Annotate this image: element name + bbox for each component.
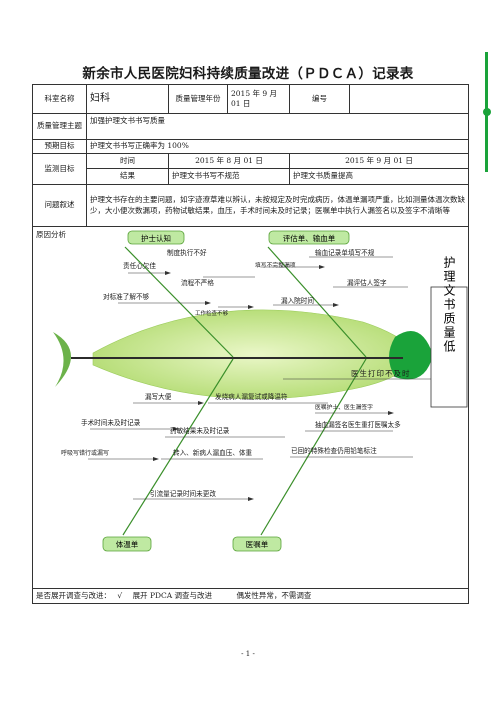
- page-title: 新余市人民医院妇科持续质量改进（ＰＤＣＡ）记录表: [82, 66, 414, 82]
- goal-label: 预期目标: [32, 139, 87, 154]
- number-label: 编号: [289, 84, 350, 114]
- monitor-result-before: 护理文书书写不规范: [168, 168, 290, 185]
- dept-value: 妇科: [86, 84, 169, 114]
- footer-option-none: 偶发性异常，不需调查: [236, 590, 312, 600]
- month-value: 2015 年 9 月 01 日: [227, 84, 290, 114]
- goal-value: 护理文书书写正确率为 100%: [86, 139, 469, 154]
- cause-c6: 填写不完整漏项: [255, 261, 296, 269]
- pdca-record-table: 科室名称 妇科 质量管理年份 2015 年 9 月 01 日 编号 质量管理主题…: [32, 84, 469, 604]
- cause-c17: 医生打印不及时: [351, 368, 411, 378]
- fish-head: [389, 331, 433, 380]
- cause-c18: 医嘱护士、医生漏签字: [315, 403, 373, 411]
- cause-c9: 漏入院时间: [281, 296, 314, 305]
- cause-branches: [88, 256, 433, 500]
- category-box-order: [232, 536, 282, 552]
- fish-tail: [53, 332, 72, 387]
- cause-c3: 流程不严格: [181, 278, 214, 287]
- cause-c4: 对标准了解不够: [103, 292, 150, 301]
- monitor-time-start: 2015 年 8 月 01 日: [168, 153, 290, 169]
- monitor-time-label: 时间: [86, 153, 169, 169]
- cause-analysis-cell: 原因分析: [32, 226, 469, 589]
- cause-c13: 药敏结果未及时记录: [170, 426, 230, 435]
- problem-text: 护理文书存在的主要问题，如字迹潦草难以辨认，未按规定及时完成病历，体温单漏项严重…: [86, 184, 469, 227]
- category-box-assess: [268, 230, 350, 245]
- footer-check: √: [117, 590, 123, 600]
- cause-c7: 输血记录单填写不规: [315, 248, 375, 257]
- monitor-result-label: 结果: [86, 168, 169, 185]
- cause-label: 原因分析: [36, 230, 66, 239]
- cause-c11: 发烧病人漏复试或降温符: [215, 392, 288, 401]
- bone-nurse: [124, 246, 234, 358]
- category-nurse: 护士认知: [141, 233, 171, 243]
- cause-c20: 已回的特殊检查仍用铅笔标注: [291, 446, 377, 455]
- number-value: [349, 84, 469, 114]
- dept-label: 科室名称: [32, 84, 87, 114]
- monitor-time-end: 2015 年 9 月 01 日: [289, 153, 469, 169]
- month-label: 质量管理年份: [168, 84, 228, 114]
- page-number: - 1 -: [241, 650, 255, 658]
- cause-c19: 抽血漏签名医生重打医嘱太多: [315, 420, 401, 429]
- fish-body: [92, 309, 419, 400]
- theme-value: 加强护理文书书写质量: [86, 113, 469, 140]
- bone-order: [260, 358, 367, 536]
- category-assess: 评估单、输血单: [283, 233, 336, 243]
- fishbone-diagram: 护士认知 评估单、输血单 体温单 医嘱单 护理文书质量低 制度执行不好 责任心欠…: [53, 230, 468, 552]
- monitor-label: 监测目标: [32, 153, 87, 185]
- cause-c10: 漏写大便: [145, 392, 172, 401]
- effect-box: [430, 286, 468, 408]
- cause-c8: 漏评估人签字: [347, 278, 387, 287]
- footer-question: 是否展开调查与改进：: [36, 590, 111, 600]
- cause-c14: 呼吸写错行或漏写: [61, 449, 109, 457]
- problem-label: 问题叙述: [32, 184, 87, 227]
- category-box-temp: [102, 536, 152, 552]
- category-temp: 体温单: [116, 539, 139, 549]
- theme-label: 质量管理主题: [32, 113, 87, 140]
- category-box-nurse: [127, 230, 185, 245]
- cause-c1: 制度执行不好: [167, 248, 207, 257]
- cause-c5: 工作检查不够: [195, 309, 229, 317]
- arrow-heads: [153, 265, 394, 501]
- footer-option-pdca: 展开 PDCA 调查与改进: [132, 590, 213, 600]
- bone-assess: [267, 246, 367, 358]
- cause-c2: 责任心欠佳: [123, 261, 156, 270]
- decorative-green-dot: [483, 108, 491, 116]
- category-order: 医嘱单: [246, 539, 269, 549]
- cause-c12: 手术时间未及时记录: [81, 418, 141, 427]
- effect-label: 护理文书质量低: [442, 256, 456, 354]
- monitor-result-after: 护理文书质量提高: [289, 168, 469, 185]
- bone-temp: [122, 358, 234, 536]
- footer-row: 是否展开调查与改进： √ 展开 PDCA 调查与改进 偶发性异常，不需调查: [32, 588, 469, 604]
- cause-c15: 转入、新病人漏血压、体重: [173, 448, 253, 457]
- cause-c16: 引流量记录时间未更改: [150, 489, 216, 498]
